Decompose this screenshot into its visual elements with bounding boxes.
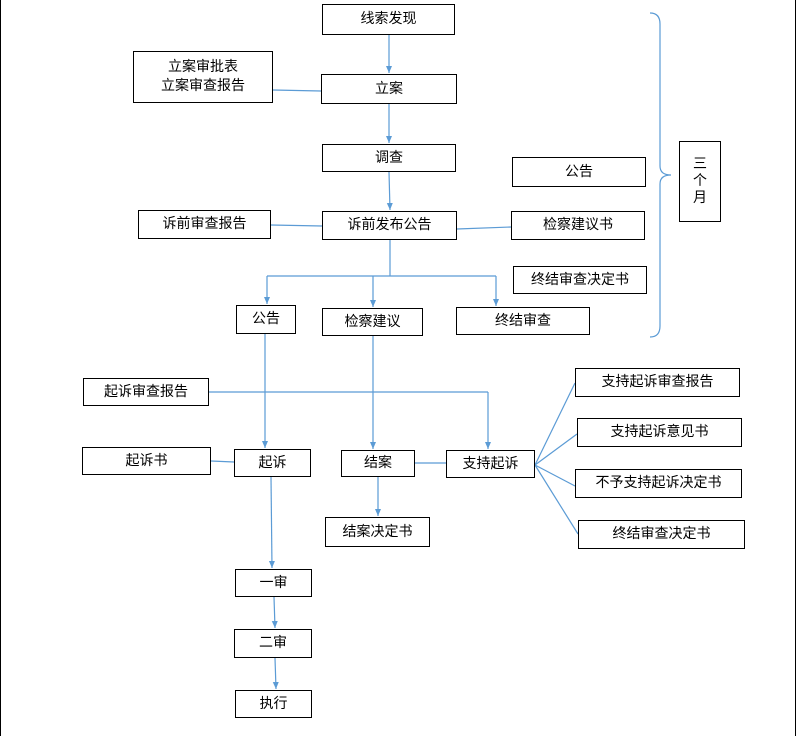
node-label-line: 立案审批表 [168,59,238,75]
edge-investigate-prenotice [386,171,393,211]
node-label-line: 执行 [259,695,288,712]
edge-fan-3 [534,464,576,487]
node-label-line: 公告 [252,311,280,327]
node-filing-forms: 立案审批表立案审查报告 [133,51,273,103]
node-label-line: 月 [693,190,707,206]
node-procuratorial-suggestion: 检察建议 [322,308,423,336]
node-pre-litigation-notice: 诉前发布公告 [322,211,457,240]
node-label-line: 立案审查报告 [161,78,245,94]
edge-second-execute [272,657,279,690]
edge-prenotice-procdoc [456,226,512,230]
node-label-line: 个 [693,173,707,189]
node-label-line: 起诉 [258,454,287,471]
node-no-support-decision: 不予支持起诉决定书 [575,469,742,498]
node-label-line: 终结审查决定书 [531,271,629,288]
edge-sue-first [268,476,275,569]
node-three-months: 三个月 [679,141,721,222]
node-support-prosecution: 支持起诉 [446,450,535,478]
three-month-bracket [649,12,672,338]
node-label-line: 三 [693,156,707,172]
node-label-line: 诉前审查报告 [162,216,247,232]
node-support-review-report: 支持起诉审查报告 [575,368,740,397]
node-label-line: 起诉书 [125,452,168,469]
node-label-line: 结案决定书 [342,523,413,540]
node-closing-decision-document: 结案决定书 [325,517,430,547]
node-label-line: 一审 [259,574,288,591]
node-label-line: 终结审查决定书 [612,526,711,542]
node-prosecution-review-report: 起诉审查报告 [83,378,209,406]
edge-fan-1 [534,382,576,466]
node-label-line: 诉前发布公告 [347,217,432,233]
node-procuratorial-document: 检察建议书 [511,211,645,240]
node-notice: 公告 [236,305,296,334]
node-label-line: 支持起诉审查报告 [601,374,714,390]
node-termination-decision-document: 终结审查决定书 [513,266,647,294]
node-label-line: 不予支持起诉决定书 [595,475,722,491]
node-termination-decision-document-2: 终结审查决定书 [578,520,745,549]
edge-first-second [271,596,278,629]
node-label-line: 检察建议书 [543,217,613,233]
node-indictment: 起诉书 [82,447,211,475]
node-label-line: 支持起诉 [462,455,519,472]
node-prosecution: 起诉 [234,449,311,477]
node-label-line: 立案 [375,80,403,97]
node-label-line: 公告 [565,163,593,180]
node-case-closing: 结案 [341,450,415,477]
node-termination-review: 终结审查 [456,307,590,335]
node-investigation: 调查 [322,144,456,172]
node-label-line: 检察建议 [344,313,401,330]
node-label-line: 线索发现 [360,11,417,27]
edge-prereport-prenotice [270,224,323,227]
node-clue-discovery: 线索发现 [322,4,455,35]
edge-fan-2 [534,433,578,466]
node-first-instance: 一审 [235,569,312,597]
edge-indictment-sue [210,460,235,463]
edge-forms-filing [272,89,322,92]
node-label-line: 终结审查 [495,312,551,329]
node-label-line: 二审 [259,635,287,651]
node-notice-document: 公告 [512,157,646,187]
node-support-opinion-document: 支持起诉意见书 [577,418,742,447]
edge-fan-4 [534,464,579,535]
node-second-instance: 二审 [234,629,312,658]
node-execution: 执行 [235,690,312,718]
node-filing: 立案 [321,74,457,104]
node-label-line: 结案 [364,455,392,471]
node-pre-litigation-report: 诉前审查报告 [138,210,271,239]
node-label-line: 起诉审查报告 [104,383,188,400]
node-label-line: 支持起诉意见书 [610,424,709,440]
node-label-line: 调查 [375,149,403,166]
